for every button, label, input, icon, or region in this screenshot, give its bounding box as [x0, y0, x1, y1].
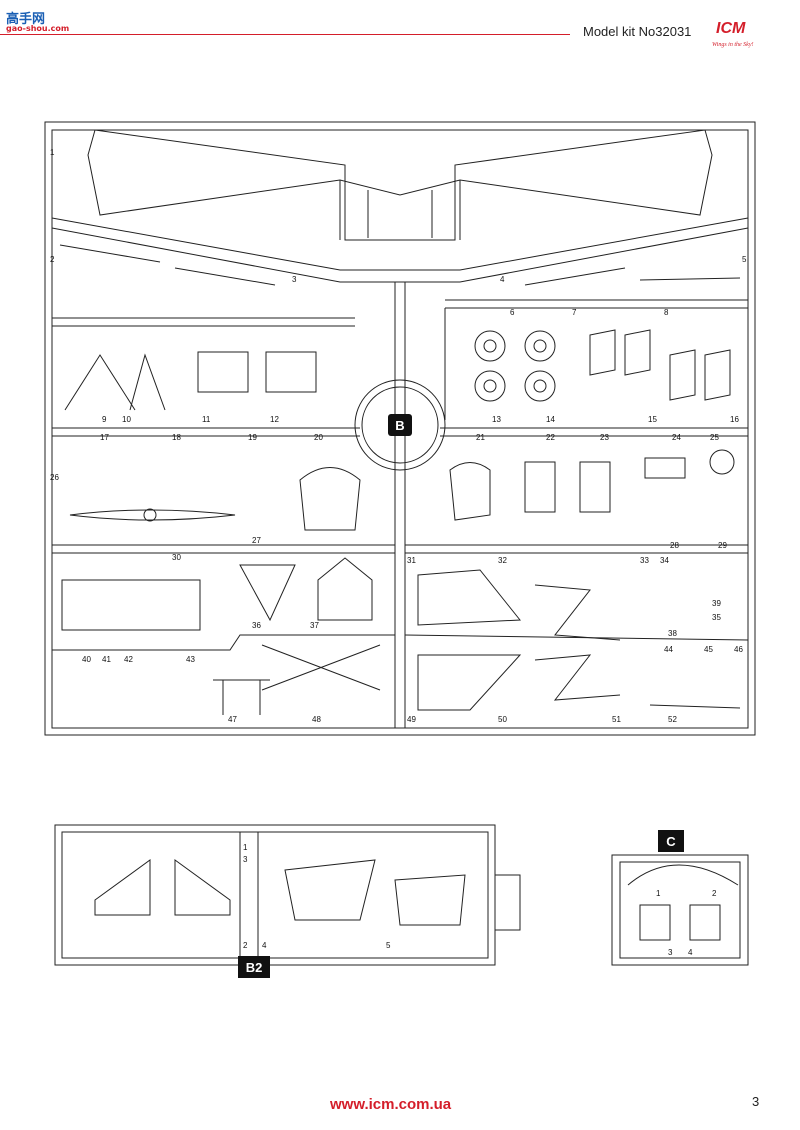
part-label-b12: 12: [270, 415, 279, 424]
part-label-b11: 11: [202, 415, 211, 424]
part-label-b32: 32: [498, 556, 507, 565]
part-label-b2-4: 4: [262, 941, 267, 950]
brand-slogan: Wings in the Sky!: [712, 42, 754, 48]
wheel-part-7: [524, 330, 556, 362]
part-label-b36: 36: [252, 621, 261, 630]
part-label-b23: 23: [600, 433, 609, 442]
kit-number-label: Model kit No32031: [583, 24, 692, 39]
badge-c: C: [658, 830, 684, 852]
svg-text:B2: B2: [246, 960, 263, 975]
part-label-b35: 35: [712, 613, 721, 622]
part-label-b30: 30: [172, 553, 181, 562]
watermark-logo: 高手网: [6, 12, 46, 27]
part-label-b16: 16: [730, 415, 739, 424]
part-label-b33: 33: [640, 556, 649, 565]
part-label-b38: 38: [668, 629, 677, 638]
part-label-b2-1: 1: [243, 843, 248, 852]
part-label-b46: 46: [734, 645, 743, 654]
sprue-b-hub: [354, 379, 446, 471]
part-label-b7: 7: [572, 308, 577, 317]
part-label-b42: 42: [124, 655, 133, 664]
sprue-b-frame: [44, 121, 756, 736]
part-label-b34: 34: [660, 556, 669, 565]
part-label-b28: 28: [670, 541, 679, 550]
part-label-b51: 51: [612, 715, 621, 724]
part-label-b9: 9: [102, 415, 107, 424]
part-label-b18: 18: [172, 433, 181, 442]
upper-wing-part: [87, 129, 713, 241]
part-label-b13: 13: [492, 415, 501, 424]
header-rule: [0, 34, 570, 35]
badge-b2: B2: [238, 956, 270, 978]
part-label-b21: 21: [476, 433, 485, 442]
watermark-url: gao-shou.com: [6, 24, 70, 33]
part-label-c1: 1: [656, 889, 661, 898]
part-label-b31: 31: [407, 556, 416, 565]
badge-b: B: [388, 414, 412, 436]
part-label-b3: 3: [292, 275, 297, 284]
part-label-b40: 40: [82, 655, 91, 664]
part-label-b2-2: 2: [243, 941, 248, 950]
part-label-b17: 17: [100, 433, 109, 442]
part-label-b47: 47: [228, 715, 237, 724]
part-label-b52: 52: [668, 715, 677, 724]
brand-logo: ICM: [716, 20, 746, 37]
part-label-b22: 22: [546, 433, 555, 442]
part-label-b27: 27: [252, 536, 261, 545]
part-label-b20: 20: [314, 433, 323, 442]
part-label-c4: 4: [688, 948, 693, 957]
svg-text:C: C: [666, 834, 676, 849]
part-label-b5: 5: [742, 255, 747, 264]
page-number: 3: [752, 1094, 760, 1109]
part-label-b14: 14: [546, 415, 555, 424]
part-label-b48: 48: [312, 715, 321, 724]
sprue-b2-frame: [54, 824, 496, 966]
part-label-b10: 10: [122, 415, 131, 424]
wheel-part-6: [474, 330, 506, 362]
part-label-b44: 44: [664, 645, 673, 654]
part-label-b2-5: 5: [386, 941, 391, 950]
propeller-part-26: [69, 509, 236, 521]
part-label-b29: 29: [718, 541, 727, 550]
part-label-b19: 19: [248, 433, 257, 442]
svg-text:B: B: [395, 418, 404, 433]
part-label-b37: 37: [310, 621, 319, 630]
part-label-b39: 39: [712, 599, 721, 608]
wheel-part-13: [474, 370, 506, 402]
part-label-b1: 1: [50, 148, 55, 157]
part-label-b4: 4: [500, 275, 505, 284]
part-label-b6: 6: [510, 308, 515, 317]
part-label-b43: 43: [186, 655, 195, 664]
part-label-c3: 3: [668, 948, 673, 957]
wheel-part-14: [524, 370, 556, 402]
part-label-b50: 50: [498, 715, 507, 724]
part-label-b24: 24: [672, 433, 681, 442]
footer-url[interactable]: www.icm.com.ua: [330, 1096, 452, 1113]
part-label-b41: 41: [102, 655, 111, 664]
part-label-b15: 15: [648, 415, 657, 424]
part-label-b49: 49: [407, 715, 416, 724]
part-label-b26: 26: [50, 473, 59, 482]
part-label-b2: 2: [50, 255, 55, 264]
part-label-b2-3: 3: [243, 855, 248, 864]
part-label-b8: 8: [664, 308, 669, 317]
part-label-b45: 45: [704, 645, 713, 654]
part-label-c2: 2: [712, 889, 717, 898]
sprue-c-frame: [611, 854, 749, 966]
part-label-b25: 25: [710, 433, 719, 442]
